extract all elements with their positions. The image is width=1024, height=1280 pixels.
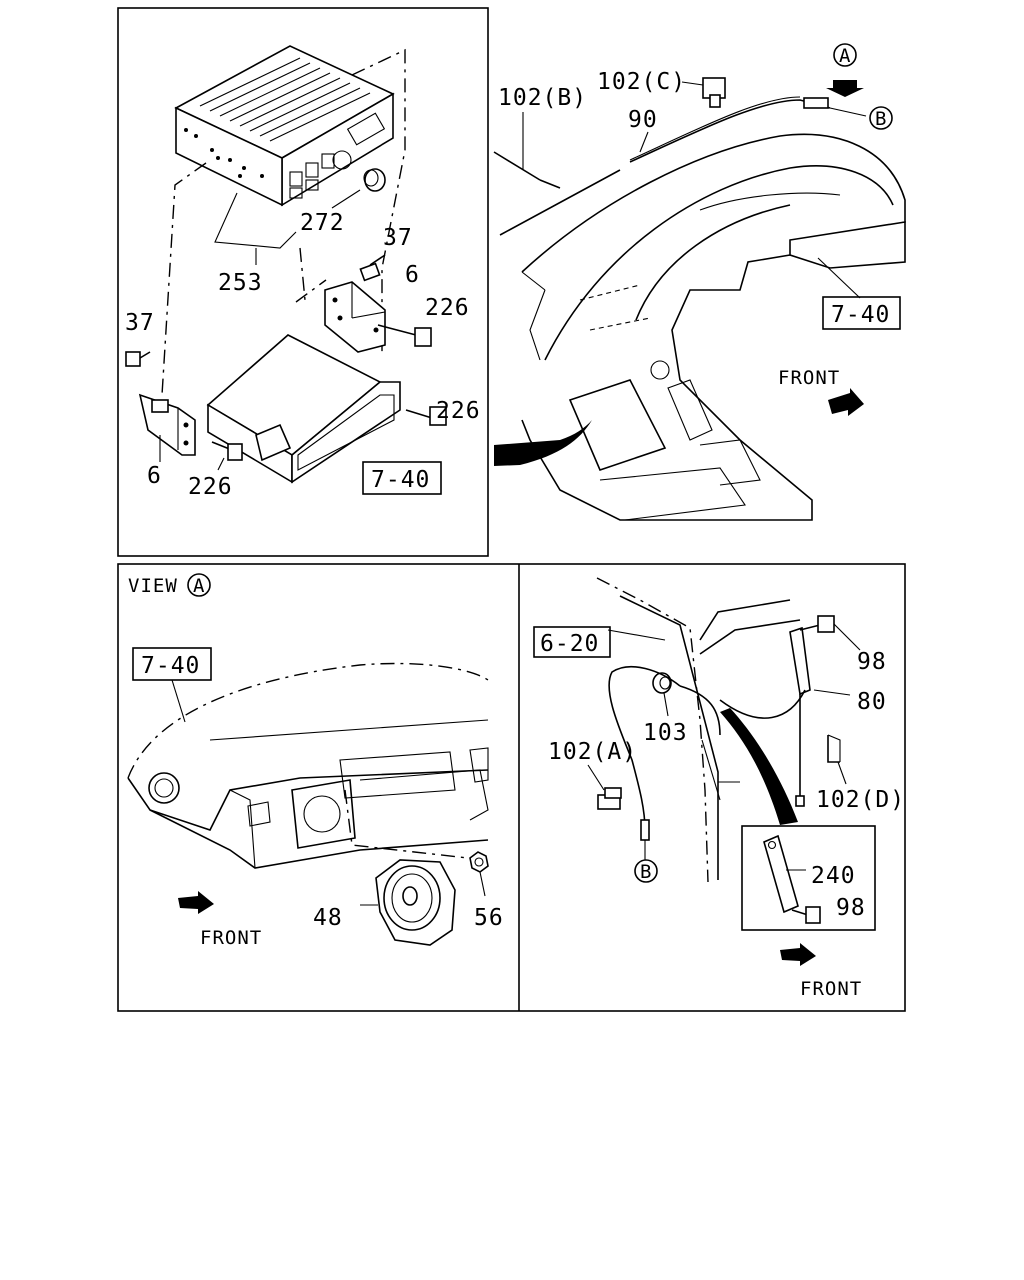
- clip-102a: [597, 787, 622, 810]
- label-98-top: 98: [857, 649, 887, 675]
- label-226-b: 226: [436, 398, 481, 424]
- label-37-left: 37: [125, 310, 155, 336]
- label-102d: 102(D): [816, 787, 905, 813]
- label-6-top: 6: [405, 262, 420, 288]
- label-7-40-view: 7-40: [141, 653, 200, 679]
- label-102a: 102(A): [548, 739, 637, 765]
- view-circle-a: [187, 573, 211, 597]
- label-103: 103: [643, 720, 688, 746]
- label-102b: 102(B): [498, 85, 587, 111]
- speaker: [375, 859, 456, 946]
- label-circle-b-top: B: [875, 108, 887, 130]
- screw-37-left: [125, 351, 151, 367]
- bracket-left: [138, 393, 196, 456]
- pillar-outline: [596, 577, 801, 883]
- label-37-top: 37: [383, 225, 413, 251]
- view-circle-a-label: A: [193, 575, 205, 597]
- label-front-pillar: FRONT: [800, 978, 862, 1000]
- label-98-inset: 98: [836, 895, 866, 921]
- label-circle-a-top: A: [839, 45, 851, 67]
- dash-panel-view: [127, 662, 489, 869]
- label-226-a: 226: [425, 295, 470, 321]
- screw-37-top: [359, 254, 386, 282]
- bolt-226-b: [405, 406, 447, 426]
- cable-tie-102b: [493, 112, 561, 189]
- pointer-curve: [494, 420, 592, 466]
- label-253: 253: [218, 270, 263, 296]
- circle-b-marker-top: [869, 106, 893, 130]
- label-48: 48: [313, 905, 343, 931]
- label-6-left: 6: [147, 463, 162, 489]
- bracket-102d: [827, 734, 841, 763]
- label-7-40: 7-40: [371, 467, 430, 493]
- label-front-top: FRONT: [778, 367, 840, 389]
- panel-top-left-frame: [117, 7, 489, 557]
- screw-98-top: [799, 615, 835, 633]
- clip-102c: [681, 77, 726, 108]
- bolt-226-a: [377, 324, 432, 347]
- front-arrow-top: [828, 388, 864, 416]
- label-7-40-box: [362, 461, 442, 495]
- label-272: 272: [300, 210, 345, 236]
- bracket-240: [763, 834, 799, 914]
- circle-b-marker-bottom: [634, 859, 658, 883]
- knob-part: [363, 168, 386, 192]
- arrow-view-a: [826, 43, 864, 97]
- label-56: 56: [474, 905, 504, 931]
- label-240: 240: [811, 863, 856, 889]
- label-80: 80: [857, 689, 887, 715]
- pointer-curve-lower: [720, 708, 798, 825]
- label-7-40-top-right-box: [822, 296, 901, 330]
- label-6-20: 6-20: [540, 631, 599, 657]
- label-90: 90: [628, 107, 658, 133]
- grommet-103: [652, 672, 672, 694]
- nut-56: [469, 851, 489, 873]
- dashboard-outline: [521, 133, 906, 521]
- label-7-40-top-right: 7-40: [831, 302, 890, 328]
- screw-98-inset: [791, 906, 821, 924]
- label-front-view: FRONT: [200, 927, 262, 949]
- front-arrow-view: [178, 891, 214, 914]
- pocket-box: [206, 334, 401, 484]
- view-label: VIEW: [128, 575, 178, 597]
- label-226-c: 226: [188, 474, 233, 500]
- label-circle-b-bottom: B: [640, 861, 652, 883]
- antenna-cable: [499, 96, 867, 236]
- antenna-rod: [719, 626, 811, 807]
- bracket-right: [324, 281, 386, 353]
- label-6-20-box: [533, 626, 611, 658]
- front-arrow-pillar: [780, 943, 816, 966]
- radio-unit: [174, 45, 395, 207]
- inset-box: [741, 825, 876, 931]
- antenna-cable-lower: [608, 665, 721, 860]
- bolt-226-c: [211, 441, 243, 461]
- panel-bottom-frame: [117, 563, 906, 1012]
- label-102c: 102(C): [597, 69, 686, 95]
